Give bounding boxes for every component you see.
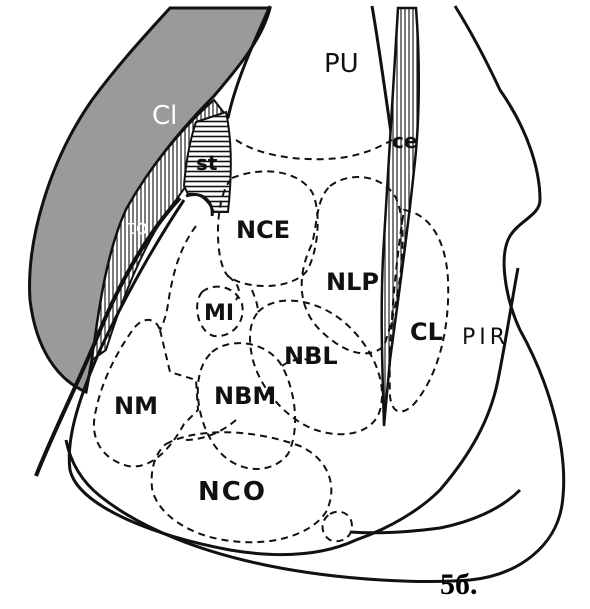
label-nco: NCO xyxy=(198,477,267,507)
label-nce: NCE xyxy=(236,216,290,244)
label-cl-right: CL xyxy=(410,318,443,346)
figure-number: 5б. xyxy=(440,568,478,602)
label-nlp: NLP xyxy=(326,268,379,296)
label-pu: PU xyxy=(324,49,359,79)
label-ce: ce xyxy=(392,129,417,153)
label-nm: NM xyxy=(114,392,158,420)
label-to: to xyxy=(128,215,148,239)
label-cl-upper: Cl xyxy=(152,101,177,131)
label-nbl: NBL xyxy=(284,342,338,370)
dashed-upper-boundary xyxy=(236,140,392,159)
label-pir: PIR xyxy=(462,325,509,350)
dashed-left-divider xyxy=(160,226,196,330)
label-nbm: NBM xyxy=(214,382,276,410)
nucleus-small-circle xyxy=(323,512,353,542)
external-capsule-ce xyxy=(382,8,419,426)
label-st: st xyxy=(196,151,218,175)
label-mi: MI xyxy=(204,301,234,326)
